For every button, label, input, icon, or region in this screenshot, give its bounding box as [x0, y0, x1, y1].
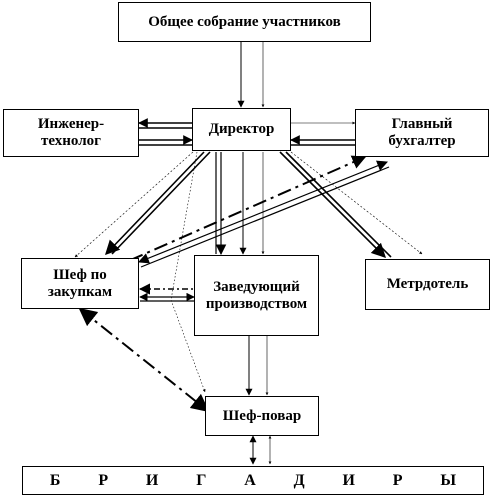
- node-chief-accountant: Главный бухгалтер: [355, 109, 489, 157]
- brigadiers-letter: Ы: [440, 471, 457, 489]
- brigadiers-letter: Р: [98, 471, 109, 489]
- brigadiers-letter: Д: [293, 471, 305, 489]
- node-production-head-label: Заведующий производством: [205, 278, 308, 312]
- brigadiers-letter: Г: [196, 471, 207, 489]
- edge-accountant-purchasing-dashdot: [116, 155, 367, 267]
- edge-accountant-purchasing-d2: [140, 166, 390, 268]
- node-director: Директор: [192, 108, 291, 151]
- brigadiers-letter: Р: [392, 471, 403, 489]
- node-director-label: Директор: [208, 121, 275, 137]
- node-maitre-d: Метрдотель: [365, 259, 490, 310]
- node-purchasing-chef: Шеф по закупкам: [21, 258, 139, 309]
- edge-accountant-purchasing-d1: [137, 160, 389, 264]
- node-head-chef: Шеф-повар: [205, 396, 319, 436]
- edge-director-maitre-thin: [290, 151, 423, 255]
- edge-director-purchasing-a: [105, 151, 205, 256]
- node-chief-accountant-label: Главный бухгалтер: [388, 116, 456, 149]
- node-general-assembly-label: Общее собрание участников: [148, 13, 341, 30]
- node-engineer: Инженер-технолог: [3, 109, 139, 157]
- node-maitre-d-label: Метрдотель: [386, 276, 469, 292]
- brigadiers-letter: Б: [49, 471, 61, 489]
- node-brigadiers: Б Р И Г А Д И Р Ы: [22, 466, 484, 495]
- edge-director-purchasing-thin: [74, 151, 194, 258]
- edge-purchasing-headchef-dashdot: [78, 307, 210, 413]
- brigadiers-letter: И: [342, 471, 355, 489]
- node-general-assembly: Общее собрание участников: [118, 2, 371, 42]
- node-production-head: Заведующий производством: [194, 255, 319, 336]
- brigadiers-letter: И: [145, 471, 159, 489]
- node-head-chef-label: Шеф-повар: [222, 407, 302, 424]
- brigadiers-letter: А: [244, 471, 256, 489]
- node-purchasing-chef-label: Шеф по закупкам: [47, 266, 113, 300]
- node-engineer-label: Инженер-технолог: [37, 116, 105, 149]
